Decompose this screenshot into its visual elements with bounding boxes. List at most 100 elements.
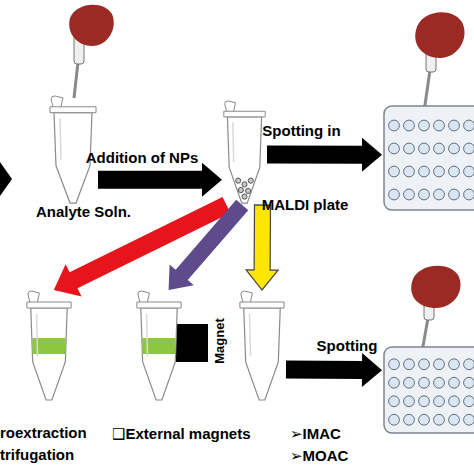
plate-well xyxy=(389,414,400,425)
plate-well xyxy=(404,166,415,177)
node-text: ➢MOAC xyxy=(290,445,348,467)
arrow-label: Addition of NPs xyxy=(86,148,199,168)
plate-well xyxy=(434,189,445,200)
tube-rim xyxy=(50,107,96,113)
block-arrow xyxy=(98,163,222,197)
hand-pipette xyxy=(69,5,114,98)
plate-well xyxy=(434,396,445,407)
tube-rim xyxy=(137,302,181,308)
plate-outline xyxy=(382,345,474,435)
plate-well xyxy=(419,143,430,154)
tube-sheen xyxy=(249,314,251,356)
plate-well xyxy=(404,120,415,131)
plate-well xyxy=(464,143,474,154)
plate-well xyxy=(389,189,400,200)
plate-well xyxy=(419,166,430,177)
block-arrow xyxy=(267,138,382,172)
plate-well xyxy=(389,396,400,407)
plate-well xyxy=(404,189,415,200)
plate-well xyxy=(389,359,400,370)
tube-rim xyxy=(224,111,265,117)
plate-well xyxy=(434,120,445,131)
plate-well xyxy=(419,396,430,407)
plate-well xyxy=(464,189,474,200)
plate-caption: MALDI plate xyxy=(262,195,349,215)
tube-rim xyxy=(240,302,284,308)
block-arrow xyxy=(169,200,249,290)
tube-body xyxy=(31,308,67,400)
hand-pipette xyxy=(411,266,460,352)
node-text: ❑External magnets xyxy=(112,423,251,445)
nanoparticle xyxy=(246,188,251,193)
nanoparticle-tube xyxy=(222,100,267,205)
glove-hand xyxy=(415,12,464,58)
plate-well xyxy=(434,359,445,370)
plate-well xyxy=(449,120,460,131)
plate-well xyxy=(464,359,474,370)
plate-well xyxy=(464,414,474,425)
plate-body xyxy=(384,106,474,210)
plate-outline xyxy=(382,104,474,212)
tube-body xyxy=(141,308,177,400)
plate-well xyxy=(419,377,430,388)
plate-well xyxy=(434,377,445,388)
plate-well xyxy=(449,414,460,425)
extraction-tube: roextraction trifugation xyxy=(25,290,73,402)
glove-hand xyxy=(69,5,114,46)
magnet-tube: ❑External magnets xyxy=(135,290,183,402)
plate-well xyxy=(404,143,415,154)
node-text: Analyte Soln. xyxy=(36,201,131,223)
plate-well xyxy=(464,377,474,388)
tube-sheen xyxy=(36,314,38,356)
plate-well xyxy=(464,396,474,407)
plate-well xyxy=(404,359,415,370)
plate-well xyxy=(464,166,474,177)
tube-outline xyxy=(25,290,73,402)
plate-well xyxy=(434,414,445,425)
block-arrow xyxy=(286,353,382,387)
plate-well xyxy=(449,143,460,154)
plate-well xyxy=(419,120,430,131)
nanoparticle xyxy=(248,178,253,183)
arrow-label: Spotting xyxy=(317,336,378,356)
tube-rim xyxy=(27,302,71,308)
plate-well xyxy=(449,166,460,177)
nanoparticle xyxy=(242,194,247,199)
plate-well xyxy=(449,359,460,370)
tube-outline xyxy=(222,100,267,205)
plate-well xyxy=(434,166,445,177)
tube-sheen xyxy=(146,314,148,356)
maldi-plate xyxy=(382,345,474,435)
plate-well xyxy=(389,377,400,388)
affinity-tube: ➢IMAC➢MOAC xyxy=(238,290,286,402)
nanoparticle xyxy=(242,182,247,187)
plate-well xyxy=(449,396,460,407)
tube-outline xyxy=(135,290,183,402)
pipette-tip xyxy=(74,62,78,98)
plate-body xyxy=(384,347,474,433)
plate-well xyxy=(419,414,430,425)
node-text: ➢IMAC xyxy=(290,423,341,445)
tube-outline xyxy=(238,290,286,402)
plate-well xyxy=(434,143,445,154)
tube-body xyxy=(244,308,280,400)
node-text: roextraction trifugation xyxy=(0,422,104,466)
plate-well xyxy=(404,414,415,425)
nanoparticle xyxy=(236,178,241,183)
magnet-label: Magnet xyxy=(210,318,230,364)
nanoparticle xyxy=(238,187,243,192)
plate-well xyxy=(389,143,400,154)
hand-pipette xyxy=(415,12,464,112)
plate-well xyxy=(419,189,430,200)
tube-body xyxy=(227,117,261,203)
tube-sheen xyxy=(232,123,234,162)
plate-well xyxy=(404,396,415,407)
arrow-label: Spotting in xyxy=(262,121,340,141)
plate-well xyxy=(404,377,415,388)
plate-well xyxy=(389,166,400,177)
block-arrow xyxy=(246,205,278,290)
plate-well xyxy=(389,120,400,131)
plate-well xyxy=(449,377,460,388)
plate-well xyxy=(464,120,474,131)
